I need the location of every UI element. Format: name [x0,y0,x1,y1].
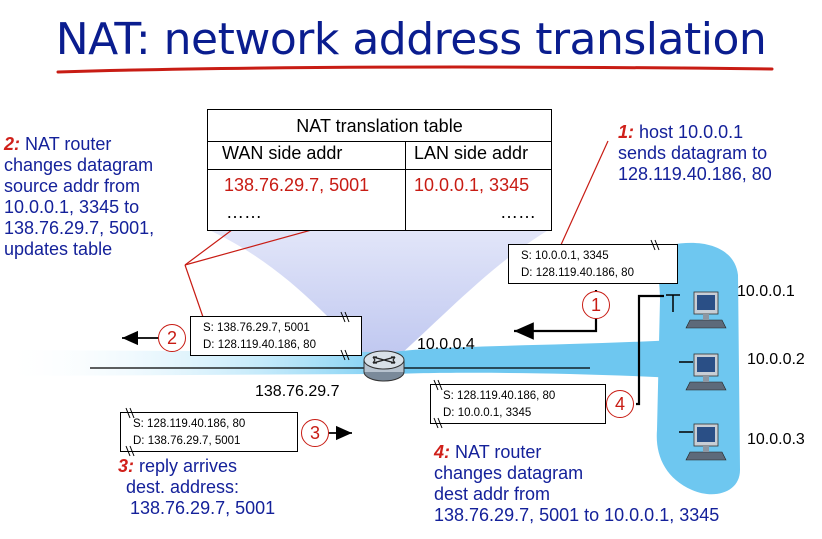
wan-entry: 138.76.29.7, 5001 [224,175,370,195]
note-step-4: 4: NAT router changes datagram dest addr… [434,442,719,526]
router-lan-address: 10.0.0.4 [417,336,475,353]
note-step-1: 1: host 10.0.0.1 sends datagram to 128.1… [618,122,772,185]
router-icon [363,350,405,382]
step-badge-3: 3 [301,419,329,447]
note-step-2: 2: NAT router changes datagram source ad… [4,134,154,260]
packet-destination: D: 128.119.40.186, 80 [203,339,316,351]
packet-3: S: 128.119.40.186, 80 D: 138.76.29.7, 50… [120,412,298,452]
note3-line: 138.76.29.7, 5001 [130,498,276,518]
note3-line: dest. address: [126,477,240,497]
title-underline [56,65,774,74]
wan-more: …… [226,202,262,222]
packet-source: S: 128.119.40.186, 80 [443,390,556,402]
note1-line: sends datagram to [618,143,768,163]
host3-address: 10.0.0.3 [747,431,805,448]
note1-number: 1: [618,122,635,142]
packet-destination: D: 10.0.0.1, 3345 [443,407,532,419]
note2-line: source addr from [4,176,141,196]
note3-text: reply arrives [139,456,238,476]
note4-line: changes datagram [434,463,584,483]
host2-address: 10.0.0.2 [747,351,805,368]
step-badge-2: 2 [158,324,186,352]
packet-2: S: 138.76.29.7, 5001 D: 128.119.40.186, … [190,316,362,356]
host-computer-icon-1 [685,291,727,329]
table-projection-cone [207,229,550,362]
note2-line: 138.76.29.7, 5001, [4,218,155,238]
packet-destination: D: 128.119.40.186, 80 [521,267,634,279]
pointer-note1 [559,140,609,248]
note2-line: changes datagram [4,155,154,175]
note1-text: host 10.0.0.1 [639,122,744,142]
wan-link [0,350,375,376]
router-wan-address: 138.76.29.7 [255,383,340,400]
packet-source: S: 128.119.40.186, 80 [133,418,246,430]
nat-translation-table: NAT translation table WAN side addr LAN … [207,109,552,231]
note4-text: NAT router [455,442,542,462]
note4-line: dest addr from [434,484,551,504]
note2-text: NAT router [25,134,112,154]
lan-side-header: LAN side addr [414,143,529,163]
host-computer-icon-3 [685,423,727,461]
note1-line: 128.119.40.186, 80 [618,164,772,184]
note4-number: 4: [434,442,451,462]
packet-destination: D: 138.76.29.7, 5001 [133,435,241,447]
lan-more: …… [500,202,536,222]
note3-number: 3: [118,456,135,476]
note2-number: 2: [4,134,21,154]
flow-arrow-4 [636,294,664,406]
table-title: NAT translation table [296,116,463,136]
wan-side-header: WAN side addr [222,143,343,163]
page-title: NAT: network address translation [55,14,767,65]
note-step-3: 3: reply arrives dest. address: 138.76.2… [118,456,275,519]
pointer-note2-c [184,264,204,318]
note2-line: updates table [4,239,113,259]
step-badge-4: 4 [606,390,634,418]
packet-source: S: 10.0.0.1, 3345 [521,250,609,262]
note4-line: 138.76.29.7, 5001 to 10.0.0.1, 3345 [434,505,720,525]
lan-entry: 10.0.0.1, 3345 [414,175,530,195]
note2-line: 10.0.0.1, 3345 to [4,197,140,217]
host-computer-icon-2 [685,353,727,391]
packet-4: S: 128.119.40.186, 80 D: 10.0.0.1, 3345 [430,384,606,424]
host1-address: 10.0.0.1 [737,283,795,300]
step-badge-1: 1 [582,291,610,319]
packet-source: S: 138.76.29.7, 5001 [203,322,310,334]
packet-1: S: 10.0.0.1, 3345 D: 128.119.40.186, 80 [508,244,678,284]
